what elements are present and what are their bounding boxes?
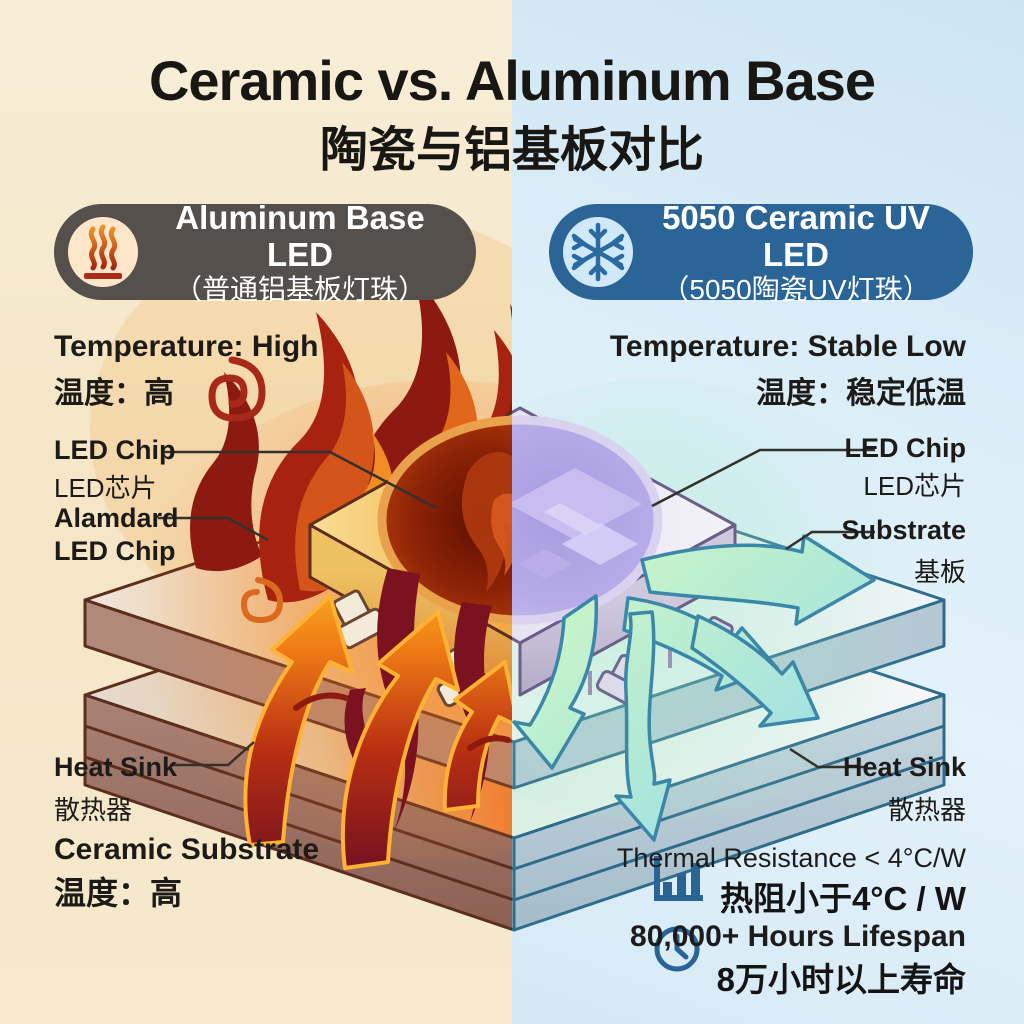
left-temperature-zh: 温度：高 [54, 377, 174, 410]
heat-curl-icon [208, 356, 266, 422]
left-led-chip-label-zh: LED芯片 [54, 473, 157, 503]
left-temperature-en: Temperature: High [54, 330, 319, 363]
aluminum-badge-subtitle: （普通铝基板灯珠） [173, 273, 426, 305]
uv-chip-pattern [512, 468, 642, 579]
hot-chip-flame [461, 452, 512, 592]
substrate-label-zh: 基板 [913, 557, 966, 587]
thermal-resistance-en: Thermal Resistance < 4°C/W [616, 843, 966, 873]
snowflake-icon [561, 215, 635, 289]
standard-chip-label-line1: Alamdard [54, 503, 179, 533]
right-led-chip-label-en: LED Chip [844, 433, 967, 463]
ceramic-badge-title: 5050 Ceramic UV LED [662, 198, 930, 273]
ceramic-uv-badge: 5050 Ceramic UV LED （5050陶瓷UV灯珠） [549, 199, 973, 305]
heat-curl-icon [240, 577, 284, 624]
leader-lines [158, 448, 875, 769]
heat-icon [66, 215, 140, 289]
lifespan-zh: 8万小时以上寿命 [716, 961, 966, 998]
lifespan-en: 80,000+ Hours Lifespan [630, 920, 966, 953]
cool-arrows [512, 534, 876, 842]
page-title: Ceramic vs. Aluminum Base [148, 49, 876, 112]
bar-chart-icon [650, 852, 706, 909]
right-heat-sink-label-en: Heat Sink [842, 752, 966, 782]
heat-arrows [243, 568, 512, 870]
right-heat-sink-label-zh: 散热器 [887, 795, 966, 825]
aluminum-base-badge: Aluminum Base LED （普通铝基板灯珠） [54, 199, 476, 305]
substrate-label-en: Substrate [841, 515, 966, 545]
ceramic-badge-subtitle: （5050陶瓷UV灯珠） [661, 273, 931, 305]
thermal-resistance-zh: 热阻小于4°C / W [719, 880, 966, 917]
clock-icon [652, 924, 702, 979]
right-led-chip-label-zh: LED芯片 [863, 471, 966, 501]
aluminum-badge-title: Aluminum Base LED [175, 198, 425, 273]
page-title-chinese: 陶瓷与铝基板对比 [319, 124, 704, 177]
ceramic-substrate-label-zh: 温度：高 [54, 875, 183, 911]
right-temperature-zh: 温度：稳定低温 [756, 377, 966, 410]
right-temperature-en: Temperature: Stable Low [609, 330, 966, 363]
left-led-chip-label-en: LED Chip [54, 435, 176, 465]
left-heat-sink-label-en: Heat Sink [54, 752, 178, 782]
left-heat-sink-label-zh: 散热器 [54, 795, 133, 825]
ceramic-substrate-label-en: Ceramic Substrate [54, 833, 320, 866]
standard-chip-label-line2: LED Chip [54, 536, 176, 566]
